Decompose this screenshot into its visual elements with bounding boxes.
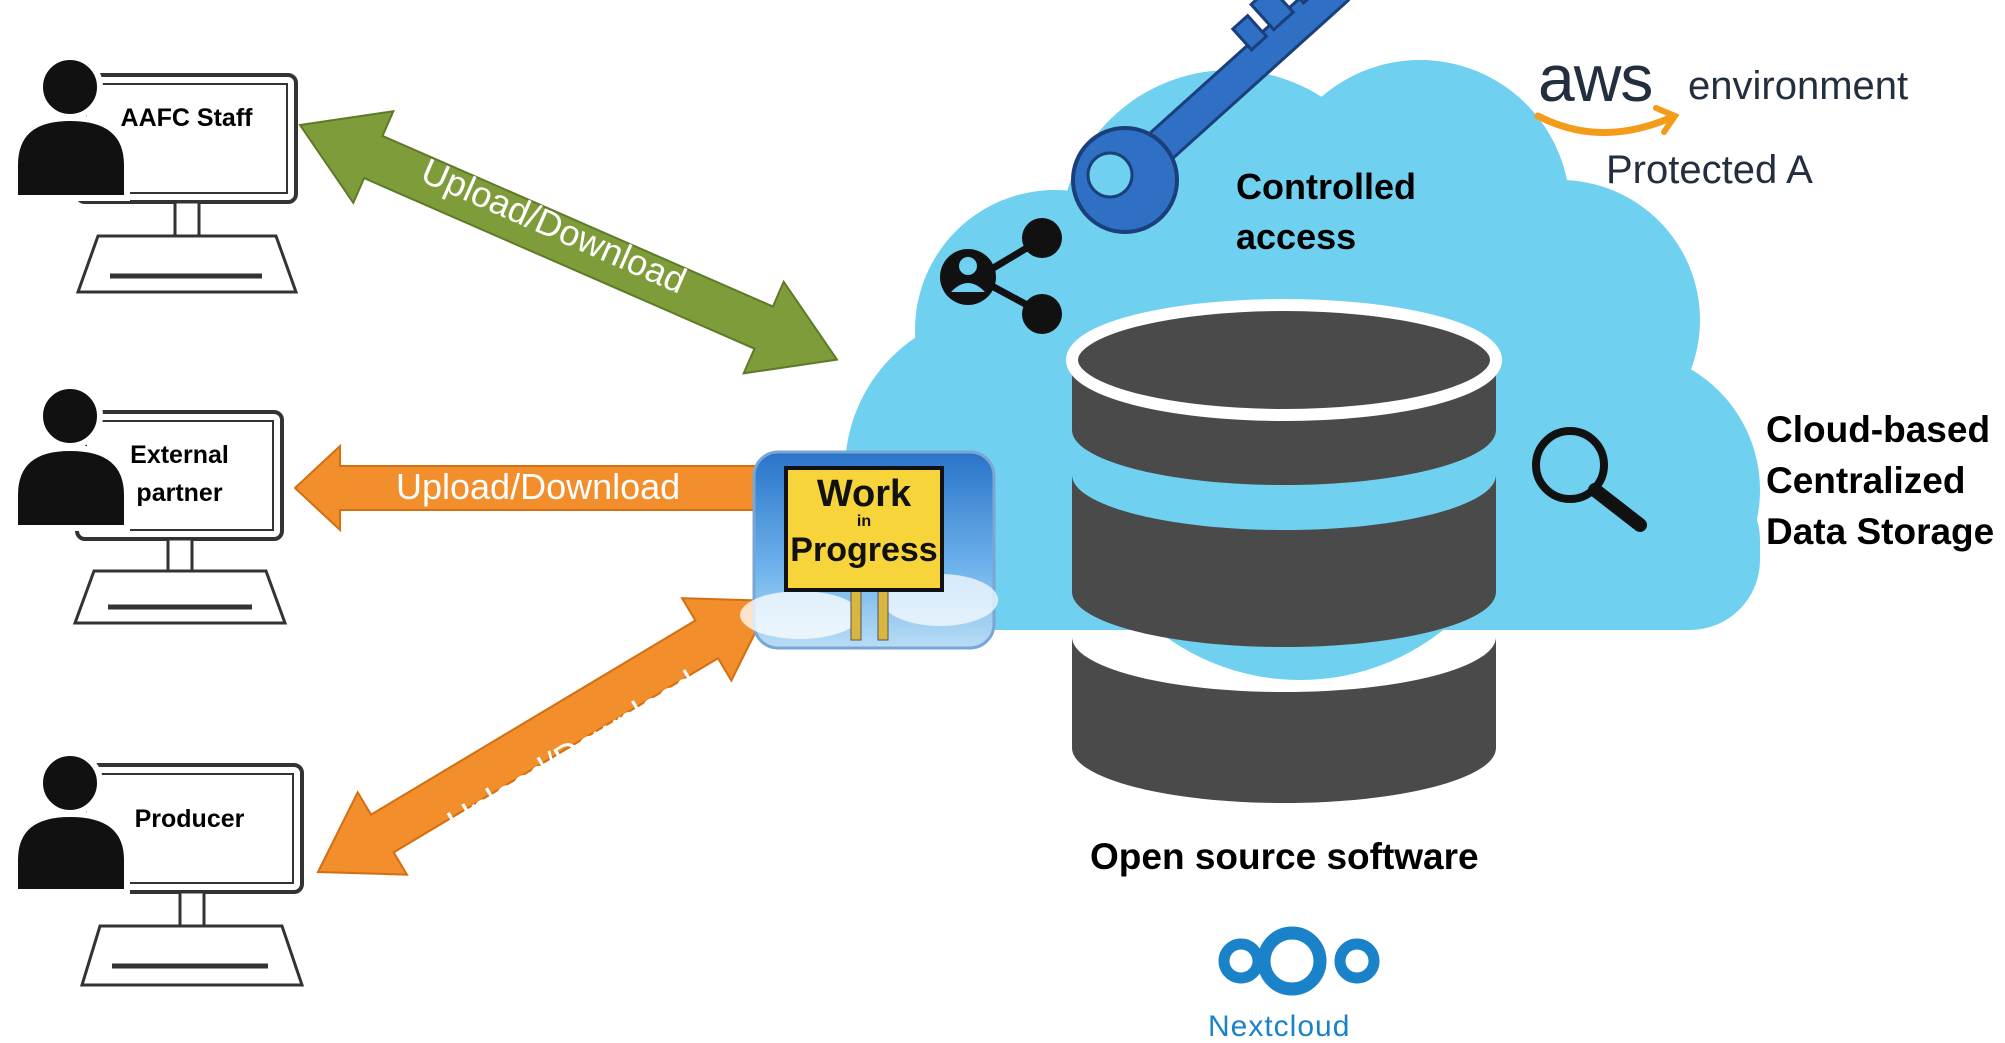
protected-a-label: Protected A	[1606, 148, 1813, 192]
controlled-access-line2: access	[1236, 216, 1357, 257]
user-icon-external	[12, 383, 130, 531]
storage-line3: Data Storage	[1766, 511, 1995, 552]
nextcloud-logo	[1218, 926, 1380, 996]
open-source-label: Open source software	[1090, 836, 1479, 877]
user-icon-aafc	[12, 54, 130, 201]
storage-line2: Centralized	[1766, 460, 1966, 501]
sign-line-in: in	[856, 513, 872, 530]
computer-icon-aafc	[75, 73, 299, 294]
computer-icon-external	[72, 410, 288, 625]
label-external-line1: External	[130, 441, 229, 469]
storage-line1: Cloud-based	[1766, 409, 1991, 450]
nextcloud-label: Nextcloud	[1208, 1010, 1351, 1043]
arrow-green-aafc	[298, 109, 839, 375]
database-icon	[1066, 299, 1502, 803]
aws-environment-label: environment	[1688, 64, 1909, 108]
work-in-progress-sign	[740, 450, 998, 650]
sign-line-progress: Progress	[790, 531, 938, 569]
storage-label: Cloud-based Centralized Data Storage	[1766, 404, 1994, 557]
controlled-access-label: Controlled access	[1236, 162, 1416, 262]
user-icon-producer	[12, 750, 130, 895]
label-producer: Producer	[134, 805, 245, 833]
aws-logo-smile	[1534, 105, 1680, 136]
sign-text: Work in Progress	[786, 474, 942, 570]
label-external-partner: External partner	[86, 436, 273, 512]
sign-line-work: Work	[816, 473, 912, 515]
computer-icon-producer	[75, 763, 305, 987]
arrow-orange-producer	[316, 597, 773, 876]
share-user-icon	[940, 218, 1062, 334]
search-icon	[1532, 427, 1647, 532]
key-icon	[1071, 0, 1352, 234]
arrow-label-external: Upload/Download	[396, 466, 681, 507]
aws-logo-text: aws	[1538, 41, 1653, 115]
label-external-line2: partner	[136, 479, 223, 507]
controlled-access-line1: Controlled	[1236, 166, 1416, 207]
label-aafc-staff: AAFC Staff	[120, 104, 253, 132]
